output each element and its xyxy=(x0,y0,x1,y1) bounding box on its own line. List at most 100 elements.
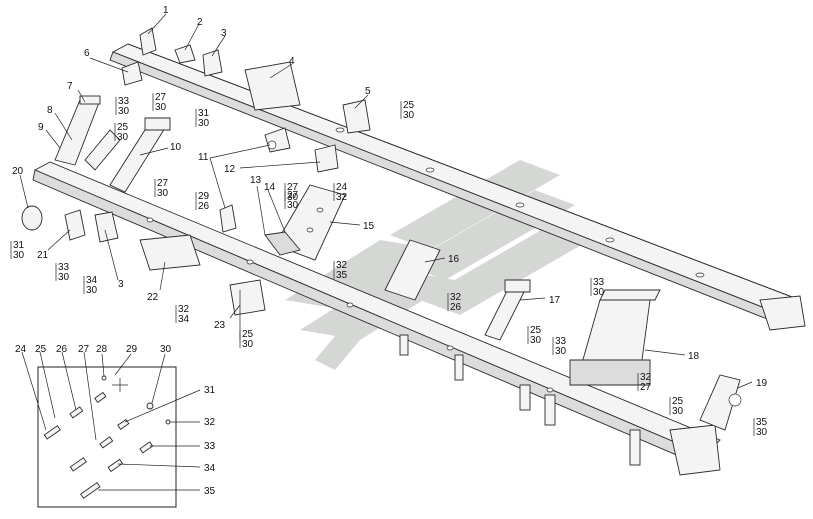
fastener-legend xyxy=(21,351,201,508)
fastener-pair-top: 27 xyxy=(287,190,299,201)
callout-5: 5 xyxy=(365,86,371,97)
legend-side-35: 35 xyxy=(204,486,216,497)
fastener-pair-bottom: 30 xyxy=(756,427,768,438)
callout-1: 1 xyxy=(163,5,169,16)
cross-member-17 xyxy=(484,279,531,341)
fastener-pair-bottom: 26 xyxy=(450,302,462,313)
fastener-pair-bottom: 30 xyxy=(555,346,567,357)
fastener-pair-bottom: 30 xyxy=(13,250,25,261)
fastener-pair-bottom: 30 xyxy=(530,335,542,346)
fastener-pair-top: 27 xyxy=(155,92,167,103)
callout-3-lower: 3 xyxy=(118,279,124,290)
callout-22: 22 xyxy=(147,292,159,303)
fastener-pair-bottom: 27 xyxy=(640,382,652,393)
callout-14: 14 xyxy=(264,182,276,193)
fastener-pair-bottom: 32 xyxy=(336,192,348,203)
side-rail-right xyxy=(109,43,806,331)
legend-labels: 24 25 26 27 28 29 30 31 32 33 34 35 xyxy=(15,344,216,497)
callout-7: 7 xyxy=(67,81,73,92)
legend-side-32: 32 xyxy=(204,417,216,428)
callout-17: 17 xyxy=(549,295,561,306)
fastener-pair-bottom: 34 xyxy=(178,314,190,325)
plate-16 xyxy=(384,239,441,301)
callout-20: 20 xyxy=(12,166,24,177)
callout-3: 3 xyxy=(221,28,227,39)
fastener-pair-top: 33 xyxy=(58,262,70,273)
legend-side-31: 31 xyxy=(204,385,216,396)
fastener-pair-labels: 3330273031302530253027302730292627302432… xyxy=(10,92,768,438)
fastener-pair-top: 25 xyxy=(242,329,254,340)
fastener-pair-top: 32 xyxy=(450,292,462,303)
callout-13: 13 xyxy=(250,175,262,186)
bolt-icons xyxy=(43,375,171,499)
callout-16: 16 xyxy=(448,254,460,265)
callout-6: 6 xyxy=(84,48,90,59)
bracket-parts xyxy=(121,27,371,173)
callout-9: 9 xyxy=(38,122,44,133)
fastener-pair-bottom: 30 xyxy=(198,118,210,129)
legend-side-34: 34 xyxy=(204,463,216,474)
side-rail-left xyxy=(32,161,721,476)
callout-labels: 1 2 3 4 5 6 7 8 9 10 11 12 13 14 15 16 1… xyxy=(12,5,768,389)
fastener-pair-bottom: 30 xyxy=(118,106,130,117)
fastener-pair-bottom: 30 xyxy=(117,132,129,143)
fastener-pair-top: 24 xyxy=(336,182,348,193)
fastener-pair-top: 32 xyxy=(178,304,190,315)
fastener-pair-top: 27 xyxy=(157,178,169,189)
callout-15: 15 xyxy=(363,221,375,232)
fastener-pair-bottom: 30 xyxy=(287,200,299,211)
bracket-parts-lower xyxy=(21,204,266,316)
fastener-pair-top: 32 xyxy=(640,372,652,383)
legend-top-26: 26 xyxy=(56,344,68,355)
cross-member-18 xyxy=(569,289,661,386)
fastener-pair-top: 27 xyxy=(287,182,299,193)
fastener-pair-top: 25 xyxy=(530,325,542,336)
fastener-pair-bottom: 30 xyxy=(86,285,98,296)
legend-top-25: 25 xyxy=(35,344,47,355)
callout-12: 12 xyxy=(224,164,236,175)
front-cross-member xyxy=(54,95,121,171)
legend-top-30: 30 xyxy=(160,344,172,355)
fastener-pair-bottom: 30 xyxy=(287,192,299,203)
callout-23: 23 xyxy=(214,320,226,331)
fastener-pair-bottom: 35 xyxy=(336,270,348,281)
fastener-pair-top: 35 xyxy=(756,417,768,428)
fastener-pair-top: 29 xyxy=(198,191,210,202)
fastener-pair-top: 33 xyxy=(555,336,567,347)
callout-21: 21 xyxy=(37,250,49,261)
rear-cross-member-19 xyxy=(699,374,742,431)
legend-top-29: 29 xyxy=(126,344,138,355)
cross-member-10 xyxy=(109,117,171,193)
fastener-pair-bottom: 30 xyxy=(403,110,415,121)
fastener-pair-top: 25 xyxy=(117,122,129,133)
fastener-pair-bottom: 30 xyxy=(593,287,605,298)
fastener-pair-bottom: 30 xyxy=(242,339,254,350)
fastener-pair-bottom: 26 xyxy=(198,201,210,212)
fastener-pair-top: 33 xyxy=(593,277,605,288)
callout-18: 18 xyxy=(688,351,700,362)
fastener-pair-top: 25 xyxy=(672,396,684,407)
callout-11: 11 xyxy=(198,152,209,163)
legend-top-28: 28 xyxy=(96,344,108,355)
fastener-pair-top: 32 xyxy=(336,260,348,271)
